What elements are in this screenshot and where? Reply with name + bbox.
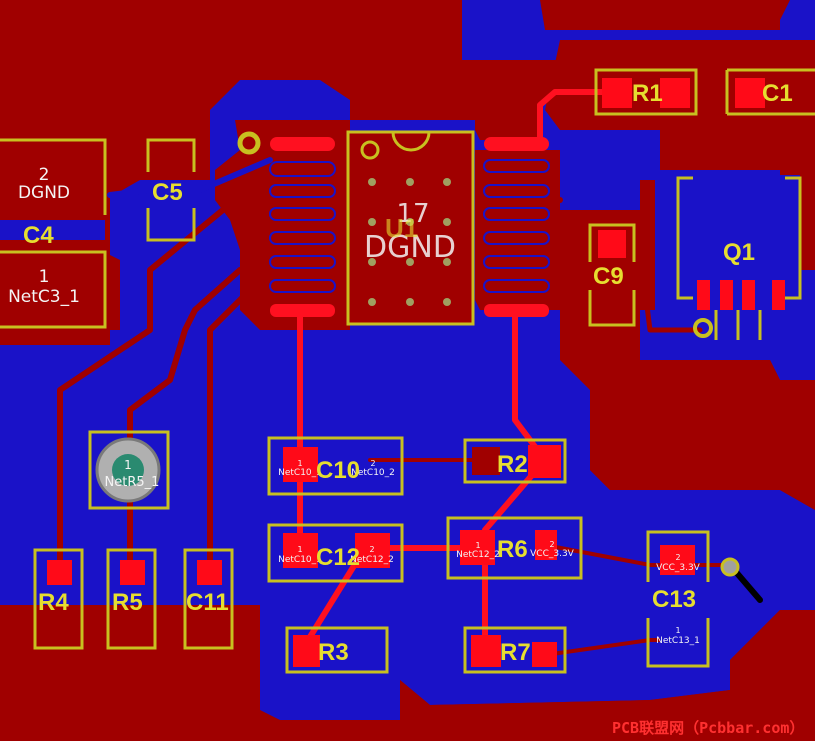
r7-component[interactable]: R7	[463, 626, 567, 674]
r1-component[interactable]: R1	[594, 68, 698, 116]
c13-component[interactable]: 2 VCC_3.3V 1 NetC13_1 C13	[646, 530, 710, 668]
r5-component[interactable]: R5	[106, 548, 157, 650]
via-c13	[720, 557, 740, 577]
c13-pad1-net: NetC13_1	[656, 636, 700, 646]
bottom-copper-pours	[0, 0, 815, 720]
c10-pad2-net: NetC10_2	[351, 468, 395, 478]
c5-designator: C5	[152, 179, 183, 206]
c4-pad1-net: NetC3_1	[8, 287, 80, 307]
r3-designator: R3	[318, 639, 349, 666]
r5-pad1-number: 1	[124, 458, 132, 472]
u1-designator: U1	[385, 213, 418, 243]
c11-component[interactable]: C11	[183, 548, 234, 650]
u1-ep-net: DGND	[364, 230, 456, 265]
c13-pad2-number: 2	[675, 553, 680, 562]
c9-designator: C9	[593, 263, 624, 290]
r2-designator: R2	[497, 451, 528, 478]
c4-component[interactable]: 2 DGND 1 NetC3_1 C4	[0, 138, 107, 329]
c10-pad1-number: 1	[297, 459, 302, 468]
c12-designator: C12	[316, 544, 360, 571]
c12-component[interactable]: 1 NetC10_1 2 NetC12_2 C12	[267, 523, 404, 583]
c5-component[interactable]: C5	[146, 138, 196, 242]
q1-designator: Q1	[723, 239, 755, 266]
c10-designator: C10	[316, 457, 360, 484]
c12-pad1-net: NetC10_1	[278, 555, 322, 565]
c13-pad2-net: VCC_3.3V	[656, 563, 701, 573]
c11-designator: C11	[186, 589, 229, 616]
bottom-copper-pockets	[0, 175, 800, 355]
c4-pad1-number: 1	[39, 267, 50, 287]
r2-component[interactable]: R2	[463, 438, 567, 484]
c1-component[interactable]: C1	[725, 68, 815, 116]
u1-body[interactable]: 17 DGND U1	[346, 130, 475, 326]
r3-component[interactable]: R3	[285, 626, 389, 674]
r6-pad2-number: 2	[549, 540, 554, 549]
via-ring	[237, 131, 261, 155]
r6-pad1-net: NetC12_2	[456, 550, 500, 560]
u1-pins	[270, 137, 549, 317]
r4-component[interactable]: R4	[33, 548, 84, 650]
u1-thermal-vias	[368, 178, 451, 306]
c9-component[interactable]: C9	[588, 223, 636, 327]
r7-designator: R7	[500, 639, 531, 666]
r5-pad1-net: NetR5_1	[105, 475, 160, 490]
c10-pad1-net: NetC10_1	[278, 468, 322, 478]
c1-designator: C1	[762, 80, 793, 107]
u1-ep-number: 17	[396, 199, 429, 229]
q1-component[interactable]: Q1	[676, 176, 802, 340]
r5-designator: R5	[112, 589, 143, 616]
r1-designator: R1	[632, 80, 663, 107]
c4-pad2-number: 2	[39, 165, 50, 185]
r6-pad1-number: 1	[475, 541, 480, 550]
u1-pin-edges	[269, 159, 550, 293]
c4-pad2-net: DGND	[18, 183, 70, 203]
r5-through-hole-pad[interactable]: 1 NetR5_1	[88, 430, 170, 510]
r6-component[interactable]: 1 NetC12_2 2 VCC_3.3V R6	[446, 516, 583, 580]
c4-designator: C4	[23, 222, 54, 249]
c12-pad2-number: 2	[369, 545, 374, 554]
r6-pad2-net: VCC_3.3V	[530, 549, 575, 559]
c10-component[interactable]: 1 NetC10_1 2 NetC10_2 C10	[267, 436, 404, 496]
r4-designator: R4	[38, 589, 69, 616]
watermark-text: PCB联盟网（Pcbbar.com）	[612, 719, 804, 737]
c13-pad1-number: 1	[675, 626, 680, 635]
c13-designator: C13	[652, 586, 696, 613]
c12-pad2-net: NetC12_2	[350, 555, 394, 565]
r6-designator: R6	[497, 536, 528, 563]
c10-pad2-number: 2	[370, 459, 375, 468]
c12-pad1-number: 1	[297, 545, 302, 554]
